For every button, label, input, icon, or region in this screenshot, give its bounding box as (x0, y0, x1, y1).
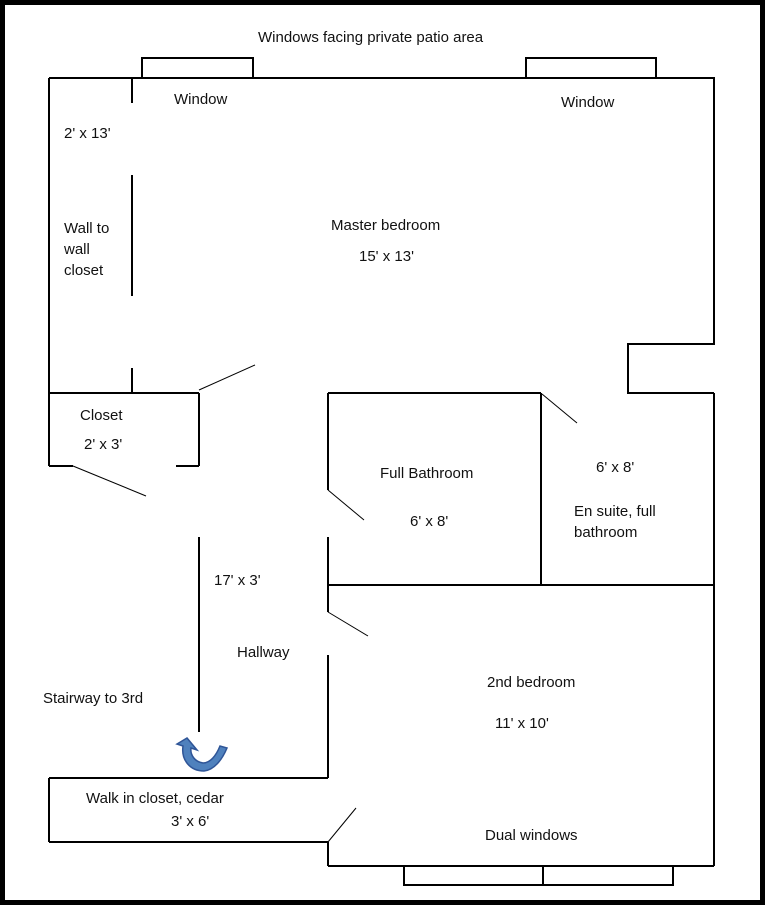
stairway-label: Stairway to 3rd (43, 690, 144, 707)
master-bedroom-wall (49, 77, 715, 394)
closet-door (72, 465, 147, 497)
second-bedroom-size: 11' x 10' (495, 715, 549, 732)
second-bedroom-door (327, 611, 369, 637)
door-swings (72, 364, 578, 843)
hallway-label: Hallway (237, 644, 290, 661)
walkin-closet-label: Walk in closet, cedar (86, 790, 224, 807)
master-door (198, 364, 256, 391)
dual-windows-label: Dual windows (485, 827, 578, 844)
ensuite-line-1: En suite, full (574, 503, 656, 520)
bathroom-door (327, 489, 365, 521)
master-bedroom-label: Master bedroom (331, 217, 441, 234)
full-bathroom-size: 6' x 8' (410, 513, 449, 530)
second-bedroom-label: 2nd bedroom (487, 674, 576, 691)
wall-closet-line-3: closet (64, 262, 104, 279)
full-bathroom-label: Full Bathroom (380, 465, 474, 482)
windows (141, 57, 674, 886)
title-label: Windows facing private patio area (258, 29, 484, 46)
ensuite-size: 6' x 8' (596, 459, 635, 476)
wall-closet-line-2: wall (64, 241, 90, 258)
window-bottom-right (542, 865, 674, 886)
hallway-size: 17' x 3' (214, 572, 261, 589)
stair-arrow-icon (175, 737, 229, 772)
window-bottom-left (403, 865, 544, 886)
master-bedroom-size: 15' x 13' (359, 248, 414, 265)
walkin-closet-size: 3' x 6' (171, 813, 210, 830)
wall-closet-line-1: Wall to (64, 220, 110, 237)
wall-closet-size: 2' x 13' (64, 125, 111, 142)
ensuite-door (541, 393, 578, 424)
master-window-left-label: Window (174, 91, 228, 108)
master-window-right-label: Window (561, 94, 615, 111)
walkin-door (327, 807, 357, 843)
closet-label: Closet (80, 407, 123, 424)
closet-size: 2' x 3' (84, 436, 123, 453)
window-top-right (525, 57, 657, 79)
ensuite-label: En suite, full bathroom (574, 501, 704, 543)
ensuite-line-2: bathroom (574, 524, 638, 541)
window-top-left (141, 57, 254, 79)
wall-closet-label: Wall to wall closet (64, 218, 130, 281)
